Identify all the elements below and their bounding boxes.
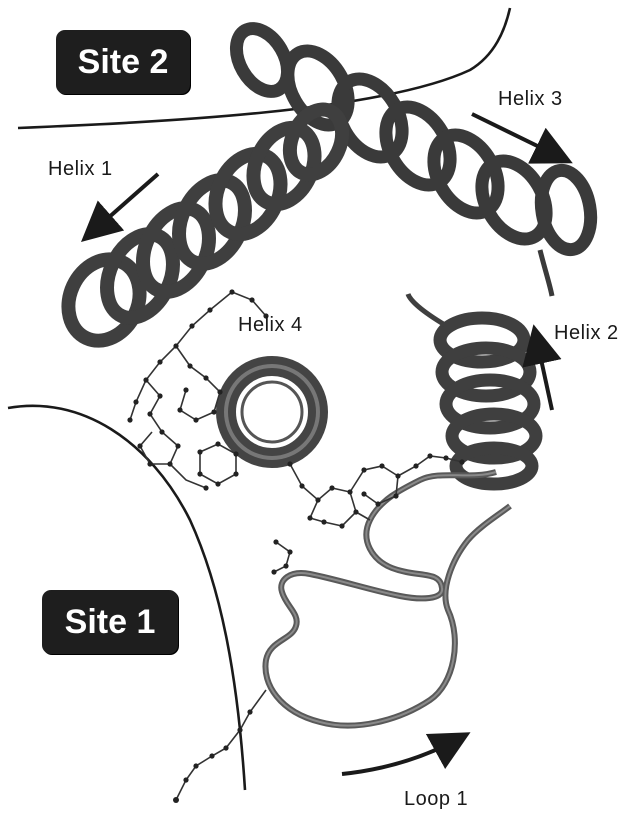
loop1-label: Loop 1 — [404, 788, 468, 811]
helix2-top-tail — [408, 294, 445, 325]
site2-label: Site 2 — [78, 43, 169, 82]
side-chain-atoms-lower-left — [173, 709, 253, 803]
helix4-label: Helix 4 — [238, 314, 303, 337]
side-chain-atoms-center — [271, 453, 464, 574]
helix4-ring — [226, 366, 318, 458]
loop-backbone-edge — [265, 472, 510, 726]
helix3-tail — [540, 250, 552, 296]
helix2-label: Helix 2 — [554, 322, 619, 345]
helix2-ribbon — [440, 318, 536, 484]
site1-label: Site 1 — [65, 603, 156, 642]
site2-badge: Site 2 — [56, 30, 190, 94]
loop1-arrow — [342, 738, 460, 774]
site1-badge: Site 1 — [42, 590, 178, 654]
helix3-label: Helix 3 — [498, 88, 563, 111]
loop-backbone — [265, 472, 510, 726]
side-chain-lower-left — [176, 690, 266, 800]
helix1-label: Helix 1 — [48, 158, 113, 181]
